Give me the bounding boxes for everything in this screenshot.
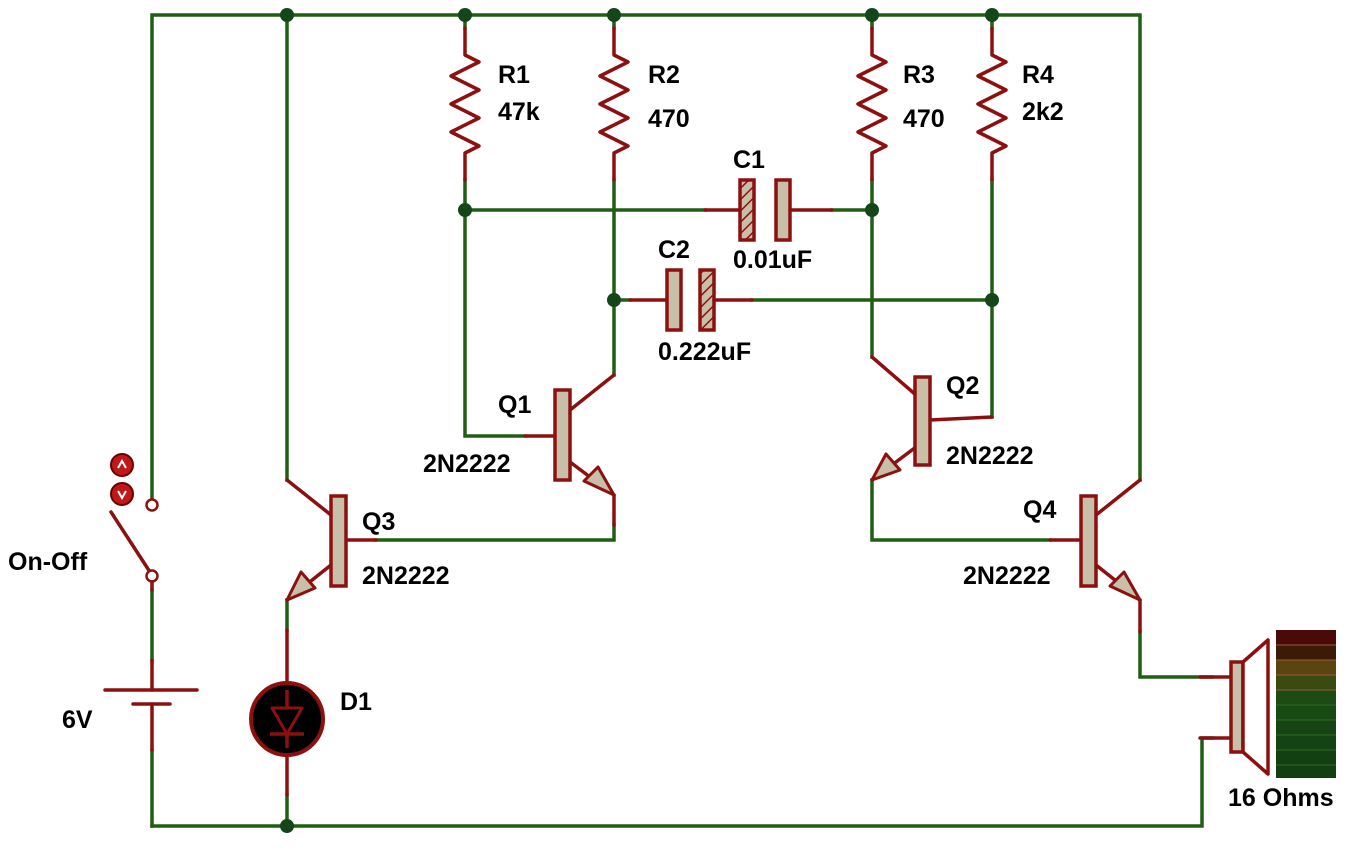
q4-value: 2N2222 [963,562,1051,590]
junction-dot [458,203,472,217]
c2-value: 0.222uF [658,338,751,366]
junction-dot [865,8,879,22]
transistor-q4: Q4 2N2222 [963,478,1142,634]
q2-value: 2N2222 [946,442,1034,470]
npn-transistor-icon [1048,478,1142,634]
r1-value: 47k [498,98,540,126]
junction-dot [607,293,621,307]
switch-label: On-Off [8,548,88,576]
q1-ref: Q1 [498,391,531,419]
junction-dot [985,293,999,307]
switch-icon [109,498,159,592]
junction-dot [280,819,294,833]
c2-ref: C2 [658,236,690,264]
r2-value: 470 [648,105,690,133]
capacitor-icon [628,268,754,332]
resistor-r3: R3 470 [856,26,945,182]
resistor-r4: R4 2k2 [976,26,1064,182]
q4-ref: Q4 [1023,496,1056,524]
junction-dot [607,8,621,22]
r3-value: 470 [903,105,945,133]
speaker-value: 16 Ohms [1228,784,1334,812]
r1-ref: R1 [498,61,530,89]
junction-dot [985,8,999,22]
on-off-switch[interactable]: On-Off [8,453,159,592]
junction-dot [280,8,294,22]
speaker: 16 Ohms [1198,630,1336,812]
c1-ref: C1 [733,146,765,174]
transistor-q2: Q2 2N2222 [870,355,1034,482]
led-d1: D1 [249,628,372,797]
sound-level-bars [1276,630,1336,778]
resistor-icon [449,26,481,182]
resistor-r2: R2 470 [598,26,690,182]
r4-value: 2k2 [1022,98,1064,126]
junction-dot [458,8,472,22]
npn-transistor-icon [285,478,378,602]
resistor-r1: R1 47k [449,26,540,182]
r3-ref: R3 [903,61,935,89]
c1-value: 0.01uF [733,246,812,274]
q1-value: 2N2222 [423,450,511,478]
npn-transistor-icon [870,355,994,482]
transistor-q3: Q3 2N2222 [285,478,450,602]
led-icon [249,628,325,797]
junctions [280,8,999,833]
battery-icon [103,658,199,752]
capacitor-icon [703,178,834,242]
q3-ref: Q3 [362,508,395,536]
r2-ref: R2 [648,61,680,89]
transistor-q1: Q1 2N2222 [423,373,616,527]
switch-toggle-down-icon[interactable] [110,482,134,506]
d1-ref: D1 [340,688,372,716]
capacitor-c1: C1 0.01uF [703,146,834,274]
resistor-icon [856,26,888,182]
resistor-icon [598,26,630,182]
battery: 6V [62,658,199,752]
q3-value: 2N2222 [362,562,450,590]
q2-ref: Q2 [946,372,979,400]
junction-dot [865,203,879,217]
battery-value: 6V [62,706,93,734]
resistor-icon [976,26,1008,182]
capacitor-c2: C2 0.222uF [628,236,754,366]
switch-toggle-up-icon[interactable] [110,453,134,477]
npn-transistor-icon [523,373,616,527]
r4-ref: R4 [1022,61,1054,89]
speaker-icon [1198,638,1270,776]
